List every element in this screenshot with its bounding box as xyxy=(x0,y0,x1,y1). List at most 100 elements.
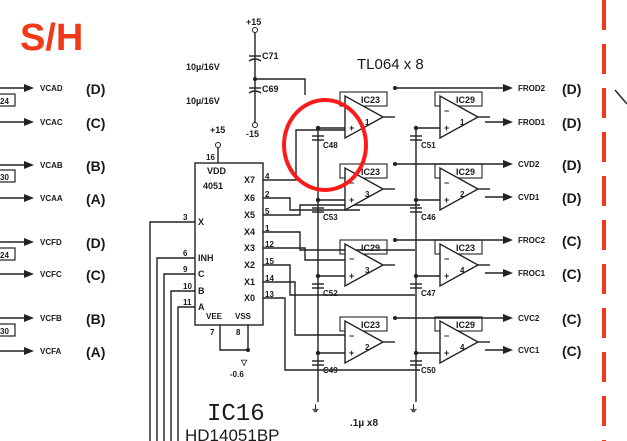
signal-wire xyxy=(280,197,360,211)
opamp-ref: IC29 xyxy=(361,243,380,253)
net-label: FROC2 xyxy=(518,236,546,245)
minus-15-label: -15 xyxy=(246,129,259,139)
mux-ref: IC16 xyxy=(207,401,265,428)
signal-wire xyxy=(280,247,345,261)
group-label: (D) xyxy=(562,115,581,131)
group-label: (C) xyxy=(86,115,105,131)
opamp-unit: 4 xyxy=(460,266,465,275)
partial-ic-box xyxy=(0,169,16,183)
opamp-group-label: TL064 x 8 xyxy=(357,56,424,73)
opamp-ref: IC23 xyxy=(361,167,380,177)
c69-value: 10µ/16V xyxy=(186,96,220,106)
left-output-vcfd: VCFD (D) xyxy=(0,235,105,251)
section-title: S/H xyxy=(20,17,83,59)
signal-wire xyxy=(280,204,420,216)
net-label: VCFA xyxy=(40,347,62,356)
minus-sign: − xyxy=(444,106,449,116)
partial-wire xyxy=(614,89,627,105)
left-output-vcac: VCAC (C) xyxy=(0,115,105,131)
net-label: VCFB xyxy=(40,314,62,323)
arrow-icon xyxy=(24,84,34,92)
opamp-unit: 4 xyxy=(460,343,465,352)
vdd-pin-number: 16 xyxy=(206,153,215,162)
left-output-vcaa: VCAA (A) xyxy=(0,191,105,207)
plus-sign: + xyxy=(444,195,449,205)
power-decoupling: +15 -15 C71 C69 10µ/16V 10µ/16V xyxy=(186,17,306,139)
group-label: (A) xyxy=(86,191,105,207)
arrow-icon xyxy=(503,160,513,168)
plus-sign: + xyxy=(444,271,449,281)
left-output-vcfc: VCFC(C) xyxy=(0,267,105,283)
group-label: (D) xyxy=(86,235,105,251)
left-output-vcfb: VCFB (B) xyxy=(0,311,105,327)
ground-icon: ⏚ xyxy=(311,404,320,414)
mux-pin-number: 3 xyxy=(183,213,188,222)
opamp-unit: 3 xyxy=(365,266,370,275)
left-output-vcab: VCAB(B) xyxy=(0,158,105,174)
arrow-icon xyxy=(503,84,513,92)
plus-sign: + xyxy=(349,123,354,133)
mux-pin-name: X7 xyxy=(244,175,255,185)
plus-sign: + xyxy=(444,348,449,358)
mux-pin-name: X6 xyxy=(244,193,255,203)
partial-ic-box xyxy=(0,247,16,261)
left-output-vcad: VCAD(D) xyxy=(0,81,105,97)
opamp-unit: 1 xyxy=(365,118,370,127)
partial-ic-label: 30 xyxy=(0,173,9,182)
group-label: (C) xyxy=(562,266,581,282)
net-label: CVC2 xyxy=(518,314,540,323)
highlight-circle xyxy=(282,98,368,192)
mux-pin-name: X5 xyxy=(244,210,255,220)
net-label: FROD2 xyxy=(518,84,546,93)
opamp-ref: IC23 xyxy=(361,320,380,330)
ground-bus: ⏚ ⏚ xyxy=(311,128,418,414)
cap-note: .1µ x8 xyxy=(350,418,378,429)
group-label: (B) xyxy=(86,311,105,327)
mux-pin-number: 6 xyxy=(183,249,188,258)
ground-icon: ⏚ xyxy=(409,404,418,414)
group-label: (D) xyxy=(86,81,105,97)
net-label: VCFC xyxy=(40,270,62,279)
capacitor-label: C48 xyxy=(323,141,338,150)
net-label: VCAA xyxy=(40,194,63,203)
mux-pin-number: 5 xyxy=(265,207,270,216)
group-label: (D) xyxy=(562,81,581,97)
signal-wire xyxy=(280,129,345,181)
net-label: VCAC xyxy=(40,118,63,127)
vee-pin-number: 7 xyxy=(210,328,215,337)
arrow-icon xyxy=(24,118,34,126)
minus-sign: − xyxy=(444,331,449,341)
net-label: VCFD xyxy=(40,238,62,247)
capacitor-label: C50 xyxy=(421,366,436,375)
vee-supply-v: ▽ xyxy=(240,358,248,367)
plus-sign: + xyxy=(444,123,449,133)
plus-sign: + xyxy=(349,195,354,205)
right-output-cvd2: CVD2(D) xyxy=(393,157,581,173)
arrow-icon xyxy=(503,236,513,244)
mux-pin-number: 15 xyxy=(265,257,274,266)
mux-pin-name: INH xyxy=(198,253,214,263)
vdd-label: VDD xyxy=(207,166,227,176)
c71-label: C71 xyxy=(262,51,279,61)
net-label: CVC1 xyxy=(518,346,540,355)
group-label: (D) xyxy=(562,190,581,206)
mux-pin-name: X1 xyxy=(244,277,255,287)
mux-pin-number: 2 xyxy=(265,190,270,199)
opamp-unit: 2 xyxy=(460,190,465,199)
mux-pin-number: 1 xyxy=(265,224,270,233)
vss-pin-number: 8 xyxy=(236,328,241,337)
signal-wire xyxy=(280,281,345,336)
capacitor-label: C47 xyxy=(421,289,436,298)
arrow-icon xyxy=(24,161,34,169)
net-label: VCAB xyxy=(40,161,63,170)
right-output-cvc2: CVC2(C) xyxy=(393,311,581,327)
partial-ic-box xyxy=(0,93,16,107)
opamp-unit: 1 xyxy=(460,118,465,127)
net-label: FROC1 xyxy=(518,269,546,278)
net-label: CVD1 xyxy=(518,193,540,202)
arrow-icon xyxy=(24,238,34,246)
